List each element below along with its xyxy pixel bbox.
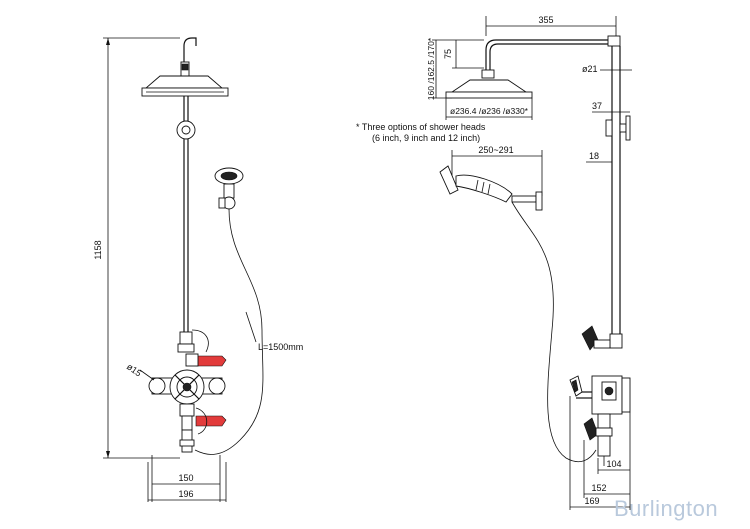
- hose: [194, 208, 264, 455]
- pipe-diameter-label: ø15: [125, 361, 143, 378]
- head-diameter-label: ø236.4 /ø236 /ø330*: [450, 106, 529, 116]
- side-view: 355 75 160 /162.5 /170* ø236.4 /ø236 /ø3…: [356, 15, 632, 510]
- shower-head-note-line2: (6 inch, 9 inch and 12 inch): [372, 133, 480, 143]
- side-handset: [439, 165, 543, 211]
- valve-depth-1-label: 104: [606, 459, 621, 469]
- bracket-depth-label: 18: [589, 151, 599, 161]
- valve-depth-2-label: 152: [591, 483, 606, 493]
- handset: [214, 167, 244, 210]
- valve-depth-3-label: 169: [584, 496, 599, 506]
- height-dimension-label: 1158: [93, 240, 103, 259]
- shower-head: [144, 75, 224, 89]
- shower-head-note-line1: * Three options of shower heads: [356, 122, 486, 132]
- arm-length-label: 355: [538, 15, 553, 25]
- handset-reach-label: 250~291: [478, 145, 513, 155]
- side-hose: [511, 201, 597, 463]
- width-outer-label: 196: [178, 489, 193, 499]
- brand-logo: Burlington: [614, 496, 718, 521]
- bracket-offset-label: 37: [592, 101, 602, 111]
- width-inner-label: 150: [178, 473, 193, 483]
- head-height-label: 160 /162.5 /170*: [426, 37, 436, 100]
- hose-length-label: L=1500mm: [258, 342, 303, 352]
- arm-drop-label: 75: [443, 49, 453, 59]
- front-view: 1158 L=1500mm: [93, 37, 303, 502]
- riser-diameter-label: ø21: [582, 64, 598, 74]
